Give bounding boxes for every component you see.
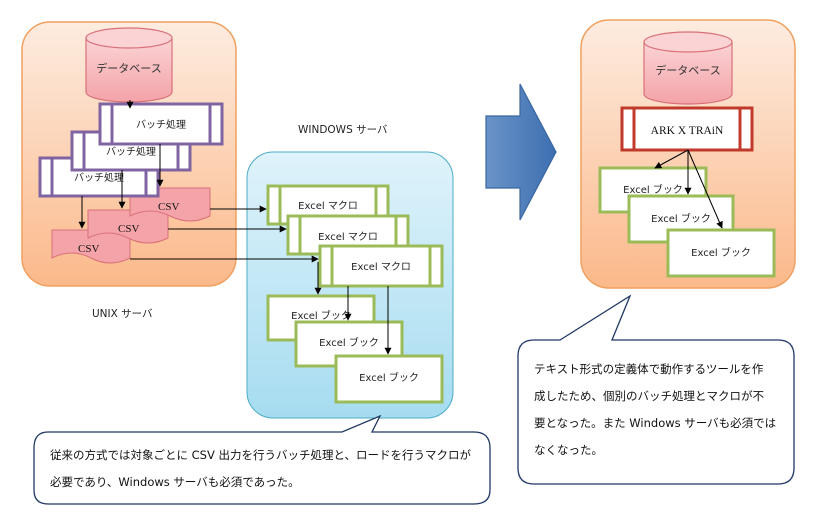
- excel-book-box: Excel ブック: [334, 354, 444, 404]
- right-callout-line: 要となった。また Windows サーバも必須では: [534, 416, 777, 430]
- batch-process-box: バッチ処理: [98, 102, 224, 146]
- batch-label: バッチ処理: [136, 118, 186, 131]
- windows-server-label: WINDOWS サーバ: [298, 124, 388, 136]
- csv-doc: CSV: [51, 229, 131, 264]
- excel-book-box: Excel ブック: [294, 320, 404, 368]
- new-database-cylinder: データベース: [643, 31, 733, 105]
- csv-label: CSV: [78, 243, 99, 255]
- macro-label: Excel マクロ: [298, 200, 358, 212]
- book-label: Excel ブック: [691, 246, 751, 259]
- left-callout-text: 従来の方式では対象ごとに CSV 出力を行うバッチ処理と、ロードを行うマクロが …: [50, 442, 471, 496]
- book-label: Excel ブック: [623, 183, 683, 196]
- left-callout-line: 従来の方式では対象ごとに CSV 出力を行うバッチ処理と、ロードを行うマクロが: [50, 448, 472, 462]
- unix-database-cylinder: データベース: [85, 27, 173, 103]
- unix-server-label: UNIX サーバ: [92, 308, 153, 320]
- ark-x-train-tool-box: ARK X TRAiN: [620, 106, 754, 152]
- new-database-label: データベース: [655, 63, 720, 77]
- flow-arrow: [687, 149, 723, 229]
- book-label: Excel ブック: [291, 309, 351, 322]
- right-callout-line: なくなった。: [534, 443, 603, 457]
- book-label: Excel ブック: [651, 212, 711, 225]
- book-label: Excel ブック: [319, 336, 379, 349]
- csv-doc: CSV: [87, 209, 169, 244]
- macro-label: Excel マクロ: [318, 231, 378, 243]
- right-callout-line: テキスト形式の定義体で動作するツールを作: [534, 362, 764, 376]
- csv-label: CSV: [118, 223, 139, 235]
- left-callout-line: 必要であり、Windows サーバも必須であった。: [50, 475, 300, 489]
- right-callout-line: 成したため、個別のバッチ処理とマクロが不: [534, 389, 764, 403]
- macro-label: Excel マクロ: [351, 261, 411, 273]
- unix-database-label: データベース: [96, 61, 161, 75]
- flow-arrow: [654, 149, 689, 169]
- excel-macro-box: Excel マクロ: [286, 214, 410, 256]
- left-callout-bubble: [33, 414, 491, 505]
- batch-label: バッチ処理: [74, 171, 124, 184]
- batch-label: バッチ処理: [106, 145, 156, 158]
- csv-label: CSV: [158, 201, 179, 213]
- right-callout-bubble: [517, 294, 795, 485]
- excel-macro-box: Excel マクロ: [318, 244, 444, 288]
- excel-book-box: Excel ブック: [666, 228, 776, 278]
- tool-label: ARK X TRAiN: [651, 125, 724, 137]
- right-callout-text: テキスト形式の定義体で動作するツールを作 成したため、個別のバッチ処理とマクロが…: [534, 356, 776, 464]
- transition-arrow: [485, 83, 557, 221]
- book-label: Excel ブック: [359, 371, 419, 384]
